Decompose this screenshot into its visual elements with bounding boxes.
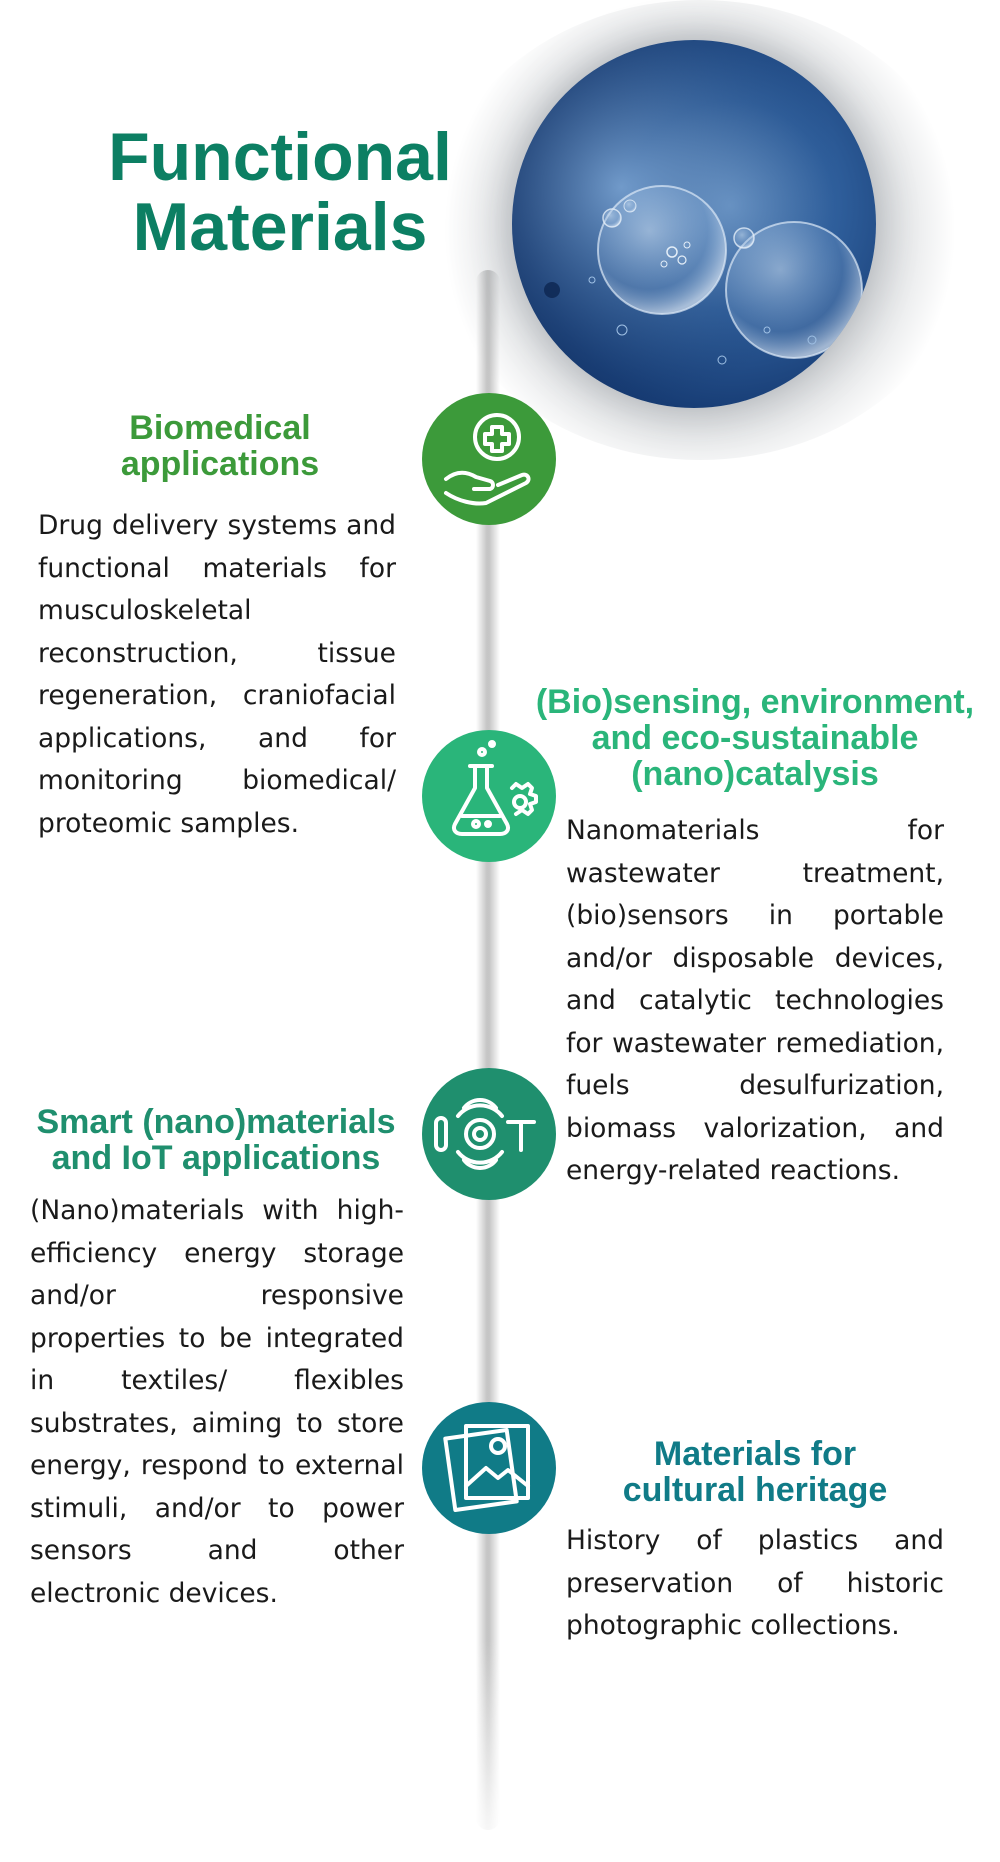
biomedical-heading: Biomedical applications [90, 410, 350, 482]
smart-description: (Nano)materials with high-efficiency ene… [30, 1195, 404, 1609]
biomedical-heading-line-1: Biomedical [129, 409, 311, 447]
biosensing-heading-line-2: and eco-sustainable [591, 719, 919, 757]
heritage-description: History of plastics and preservation of … [566, 1525, 944, 1641]
photographs-icon [422, 1402, 556, 1534]
heritage-heading-line-2: cultural heritage [622, 1471, 888, 1509]
hand-medical-cross-icon [422, 393, 556, 525]
title-line-2: Materials [132, 189, 428, 265]
page-title: Functional Materials [80, 122, 480, 262]
biosensing-description: Nanomaterials for wastewater treatment, … [566, 815, 944, 1186]
heritage-heading-line-1: Materials for [653, 1435, 857, 1473]
flask-gear-icon [422, 730, 556, 862]
bubbles-illustration [512, 40, 876, 408]
smart-heading: Smart (nano)materials and IoT applicatio… [25, 1104, 407, 1176]
title-line-1: Functional [108, 119, 452, 195]
biosensing-heading: (Bio)sensing, environment, and eco-susta… [520, 684, 990, 792]
bubbles-globe-image [512, 40, 876, 408]
smart-heading-line-1: Smart (nano)materials [36, 1103, 396, 1141]
timeline-spine [476, 270, 500, 1830]
timeline-spine-fade [470, 1640, 506, 1860]
heritage-heading: Materials for cultural heritage [566, 1436, 944, 1508]
smart-heading-line-2: and IoT applications [51, 1139, 381, 1177]
iot-icon [422, 1068, 556, 1200]
biomedical-description: Drug delivery systems and functional mat… [38, 510, 396, 839]
biosensing-heading-line-3: (nano)catalysis [631, 755, 879, 793]
biosensing-heading-line-1: (Bio)sensing, environment, [535, 683, 975, 721]
biomedical-heading-line-2: applications [120, 445, 320, 483]
